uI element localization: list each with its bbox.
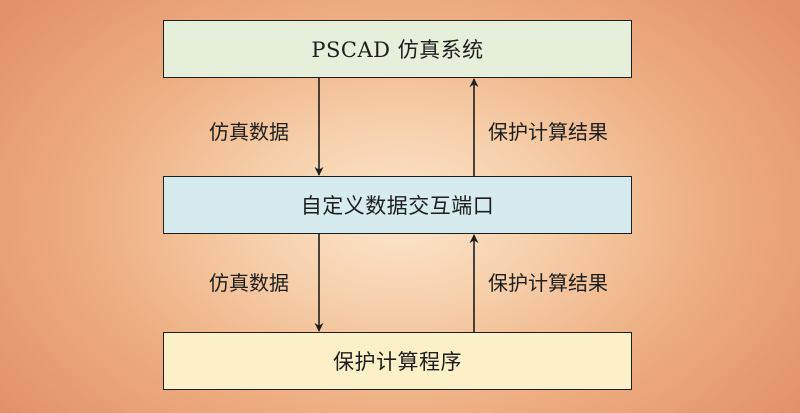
upper-protection-result-label: 保护计算结果 xyxy=(488,120,608,144)
pscad-simulation-system-label: PSCAD 仿真系统 xyxy=(311,38,484,62)
protection-calculation-program-label: 保护计算程序 xyxy=(333,350,462,374)
lower-protection-result-label: 保护计算结果 xyxy=(488,271,608,295)
lower-simulation-data-label: 仿真数据 xyxy=(209,271,289,295)
custom-data-interface-label: 自定义数据交互端口 xyxy=(300,194,495,218)
upper-simulation-data-label: 仿真数据 xyxy=(209,120,289,144)
pscad-simulation-system-box: PSCAD 仿真系统 xyxy=(163,20,632,78)
protection-calculation-program-box: 保护计算程序 xyxy=(163,332,632,390)
custom-data-interface-box: 自定义数据交互端口 xyxy=(163,176,632,234)
